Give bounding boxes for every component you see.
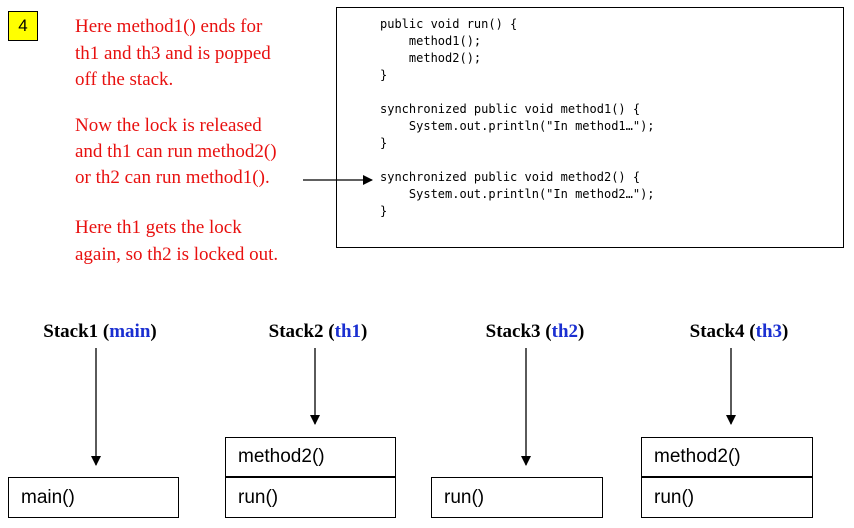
- note-line: and th1 can run method2(): [75, 141, 277, 162]
- stack-label: Stack2: [268, 321, 324, 342]
- step-badge: 4: [8, 11, 38, 41]
- frame-label: method2(): [238, 446, 325, 467]
- note-line: off the stack.: [75, 69, 174, 90]
- note-line: or th2 can run method1().: [75, 167, 270, 188]
- thread-name: th3: [755, 321, 783, 342]
- code-line: synchronized public void method1() {: [380, 102, 641, 116]
- code-line: System.out.println("In method1…");: [380, 119, 655, 133]
- thread-name: th1: [334, 321, 362, 342]
- stack-label: Stack3: [485, 321, 541, 342]
- stack3-frame-run: run(): [431, 477, 603, 518]
- frame-label: run(): [654, 486, 695, 508]
- stack3-title: Stack3 (th2): [485, 321, 585, 342]
- note-line: again, so th2 is locked out.: [75, 244, 279, 265]
- code-line: }: [380, 136, 388, 150]
- code-line: }: [380, 68, 388, 82]
- stack1-frame-main: main(): [8, 477, 179, 518]
- stack2-title: Stack2 (th1): [268, 321, 368, 342]
- frame-label: run(): [238, 486, 279, 508]
- stack4-frame-method2: method2(): [641, 437, 813, 478]
- note-line: Now the lock is released: [75, 115, 262, 136]
- code-line: System.out.println("In method2…");: [380, 187, 655, 201]
- note-line: Here method1() ends for: [75, 16, 263, 37]
- stack4-title: Stack4 (th3): [689, 321, 789, 342]
- thread-name: th2: [551, 321, 579, 342]
- note-line: th1 and th3 and is popped: [75, 43, 271, 64]
- note-line: Here th1 gets the lock: [75, 217, 242, 238]
- stack2-frame-run: run(): [225, 477, 396, 518]
- frame-label: run(): [444, 486, 485, 508]
- frame-label: method2(): [654, 446, 741, 467]
- code-line: method2();: [380, 51, 482, 65]
- thread-name: main: [109, 321, 151, 342]
- stack4-frame-run: run(): [641, 477, 813, 518]
- stack-label: Stack1: [43, 321, 99, 342]
- code-line: method1();: [380, 34, 482, 48]
- code-listing: public void run() { method1(); method2()…: [380, 16, 655, 220]
- frame-label: main(): [21, 486, 75, 508]
- stack-label: Stack4: [689, 321, 745, 342]
- code-line: public void run() {: [380, 17, 518, 31]
- code-line: }: [380, 204, 388, 218]
- stack2-frame-method2: method2(): [225, 437, 396, 478]
- code-line: synchronized public void method2() {: [380, 170, 641, 184]
- stack1-title: Stack1 (main): [43, 321, 157, 342]
- code-panel: public void run() { method1(); method2()…: [336, 7, 844, 248]
